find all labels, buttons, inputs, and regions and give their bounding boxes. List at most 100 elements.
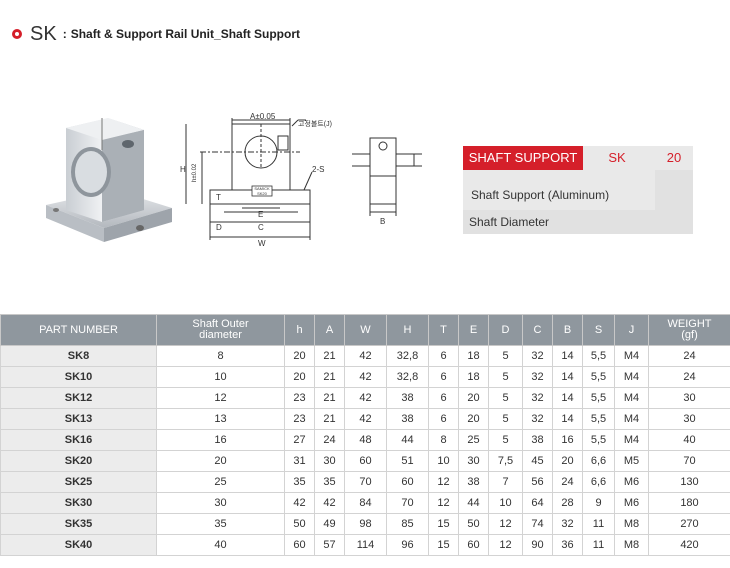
table-cell: 32 (522, 387, 553, 409)
table-cell: 20 (156, 450, 285, 472)
table-cell: 84 (344, 492, 387, 514)
table-cell: 27 (284, 429, 315, 451)
table-cell: 5 (488, 429, 523, 451)
table-cell: 35 (314, 471, 345, 493)
part-number-cell: SK8 (0, 345, 157, 367)
table-cell: 21 (314, 345, 345, 367)
table-cell: 12 (428, 492, 459, 514)
page-header: SK : Shaft & Support Rail Unit_Shaft Sup… (12, 22, 300, 46)
dim-d-label: D (216, 223, 222, 232)
part-number-cell: SK16 (0, 429, 157, 451)
table-cell: 30 (314, 450, 345, 472)
column-header-text: H (403, 323, 412, 336)
table-cell: M8 (614, 534, 649, 556)
column-header-text: S (594, 323, 603, 336)
table-cell: 42 (344, 408, 387, 430)
table-cell: 74 (522, 513, 553, 535)
table-cell: 57 (314, 534, 345, 556)
table-cell: 49 (314, 513, 345, 535)
table-cell: 11 (582, 513, 615, 535)
table-cell: 10 (156, 366, 285, 388)
legend-diameter-row: Shaft Diameter (463, 210, 693, 234)
table-cell: 40 (156, 534, 285, 556)
column-header-text: A (325, 323, 334, 336)
table-cell: 70 (648, 450, 730, 472)
table-cell: 5 (488, 408, 523, 430)
table-cell: 60 (386, 471, 429, 493)
table-cell: 51 (386, 450, 429, 472)
table-cell: 50 (458, 513, 489, 535)
part-number-cell: SK25 (0, 471, 157, 493)
column-header-text: h (296, 323, 303, 336)
dim-b-label: B (380, 217, 385, 226)
table-cell: 6,6 (582, 450, 615, 472)
table-cell: 38 (522, 429, 553, 451)
table-cell: 8 (428, 429, 459, 451)
column-header: W (344, 314, 387, 346)
page-title: Shaft & Support Rail Unit_Shaft Support (70, 27, 301, 41)
bullet-icon (12, 29, 22, 39)
legend-description: Shaft Support (Aluminum) (471, 188, 610, 202)
dim-s-label: 2-S (312, 165, 324, 174)
table-cell: 60 (458, 534, 489, 556)
table-cell: 42 (314, 492, 345, 514)
table-cell: 13 (156, 408, 285, 430)
column-header-text: diameter (199, 329, 242, 341)
table-cell: 5,5 (582, 366, 615, 388)
table-cell: 24 (314, 429, 345, 451)
table-cell: 85 (386, 513, 429, 535)
table-cell: 14 (552, 345, 583, 367)
dim-w-label: W (258, 239, 266, 248)
part-number-legend: SHAFT SUPPORT SK 20 Shaft Support (Alumi… (463, 146, 693, 234)
table-cell: 9 (582, 492, 615, 514)
table-cell: M4 (614, 366, 649, 388)
table-cell: 15 (428, 513, 459, 535)
table-cell: 6 (428, 408, 459, 430)
table-cell: 45 (522, 450, 553, 472)
table-cell: M4 (614, 429, 649, 451)
table-cell: 21 (314, 408, 345, 430)
table-cell: 96 (386, 534, 429, 556)
part-number-cell: SK40 (0, 534, 157, 556)
table-cell: 24 (648, 366, 730, 388)
column-header-text: (gf) (681, 329, 698, 341)
column-header-text: J (628, 323, 635, 336)
column-header-text: WEIGHT (667, 318, 712, 330)
front-view-drawing: SAMICK SK20 A±0.05 고정볼트(J) H h±0.02 T 2-… (180, 112, 332, 248)
table-cell: 130 (648, 471, 730, 493)
table-cell: 32 (522, 366, 553, 388)
table-cell: 7 (488, 471, 523, 493)
table-cell: 21 (314, 366, 345, 388)
dim-t-label: T (216, 193, 221, 202)
table-cell: M4 (614, 408, 649, 430)
column-header: H (386, 314, 429, 346)
table-cell: 6 (428, 387, 459, 409)
column-header: A (314, 314, 345, 346)
table-cell: 64 (522, 492, 553, 514)
table-cell: M6 (614, 471, 649, 493)
table-cell: 24 (648, 345, 730, 367)
legend-size-column (655, 170, 693, 210)
table-cell: 7,5 (488, 450, 523, 472)
table-cell: 10 (488, 492, 523, 514)
dim-hsmall-label: h±0.02 (192, 163, 198, 182)
table-cell: 60 (284, 534, 315, 556)
table-cell: 44 (386, 429, 429, 451)
column-header: J (614, 314, 649, 346)
table-cell: M8 (614, 513, 649, 535)
table-cell: 5 (488, 387, 523, 409)
table-cell: 25 (458, 429, 489, 451)
table-cell: 270 (648, 513, 730, 535)
table-cell: 23 (284, 387, 315, 409)
column-header: E (458, 314, 489, 346)
table-cell: 6,6 (582, 471, 615, 493)
table-cell: 28 (552, 492, 583, 514)
